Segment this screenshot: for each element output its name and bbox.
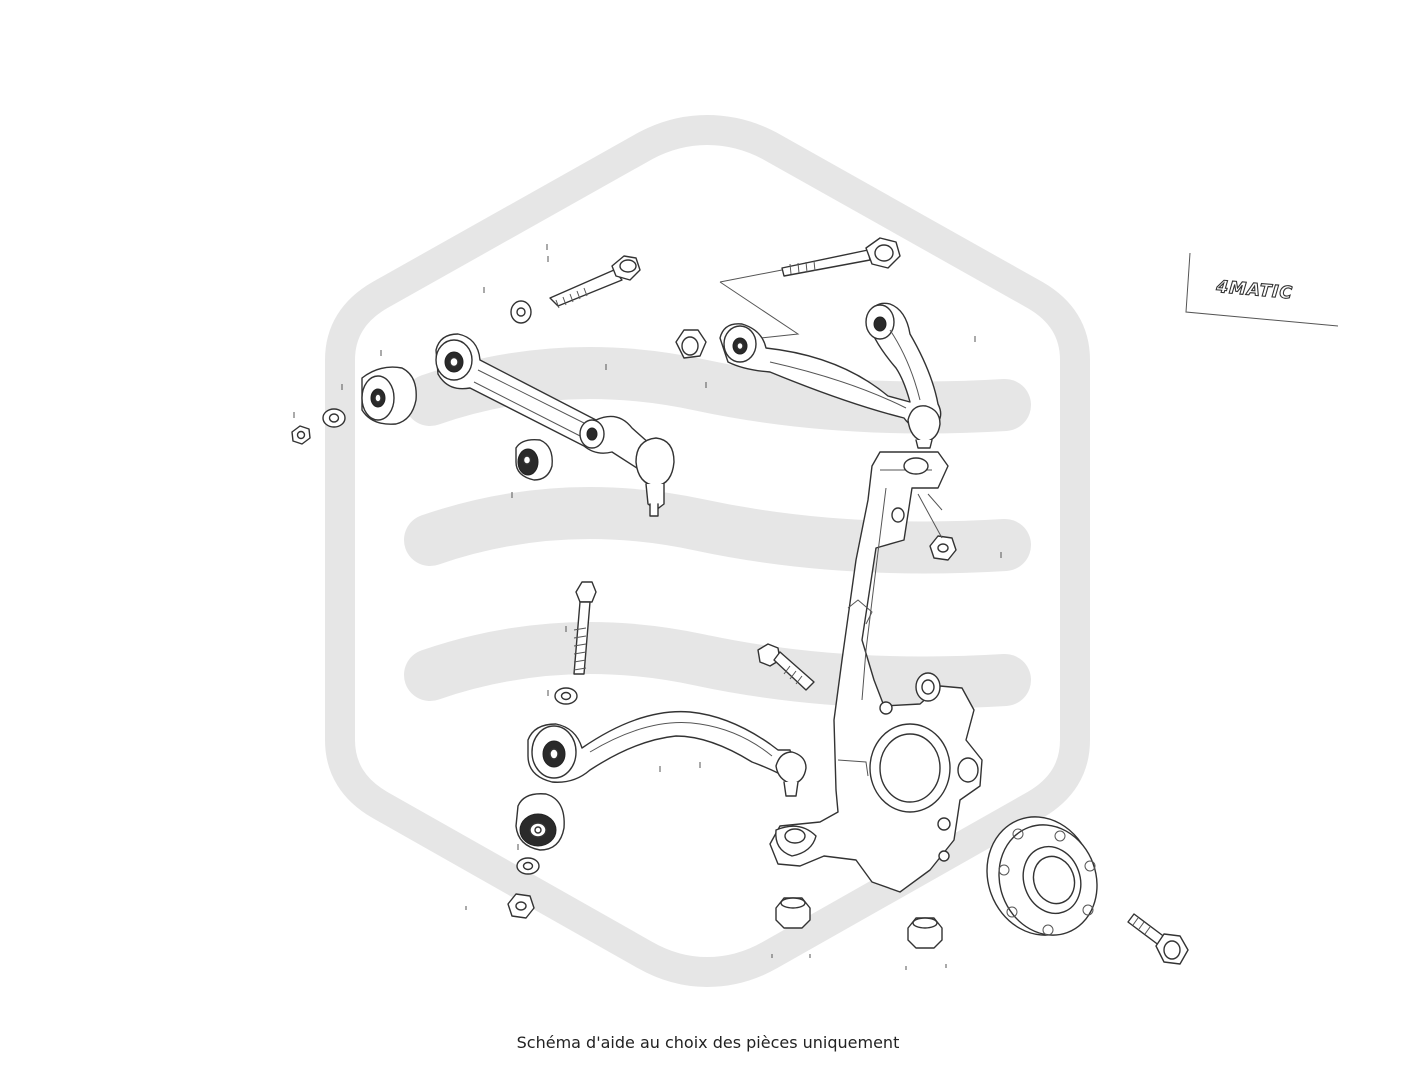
4matic-badge-text: 4MATIC (1215, 277, 1294, 304)
bolt-upper-wishbone[interactable] (719, 237, 901, 341)
bushing-rear-lower[interactable] (515, 793, 565, 851)
flange-nut-lower[interactable] (507, 893, 535, 919)
washer-lower[interactable] (516, 857, 540, 875)
flange-nut-left[interactable] (291, 425, 311, 445)
washer-upper-left[interactable] (510, 300, 532, 324)
hex-nut-bottom-right[interactable] (907, 917, 943, 949)
lower-control-arm-front[interactable] (435, 333, 675, 517)
bushing-upper-left[interactable] (361, 366, 417, 425)
hex-nut-bottom-left[interactable] (775, 897, 811, 929)
spacer-nut-upper[interactable] (675, 329, 707, 359)
wheel-hub-bearing[interactable] (971, 802, 1113, 950)
bolt-lower-vertical[interactable] (573, 581, 597, 675)
washer-left[interactable] (322, 408, 346, 428)
lower-control-arm-rear[interactable] (527, 710, 807, 797)
watermark-logo (325, 114, 1090, 988)
washer-lower-upper[interactable] (554, 687, 578, 705)
hub-bolt[interactable] (1127, 913, 1189, 965)
diagram-caption: Schéma d'aide au choix des pièces unique… (516, 1033, 900, 1052)
upper-wishbone[interactable] (719, 302, 942, 449)
bushing-front-lower[interactable] (515, 438, 553, 481)
flange-nut-knuckle[interactable] (917, 493, 957, 561)
steering-knuckle[interactable] (769, 451, 983, 893)
4matic-badge: 4MATIC (1185, 252, 1339, 327)
reference-ticks (293, 244, 1002, 970)
bolt-upper-left[interactable] (549, 255, 641, 309)
bolt-knuckle-diagonal[interactable] (757, 643, 815, 691)
